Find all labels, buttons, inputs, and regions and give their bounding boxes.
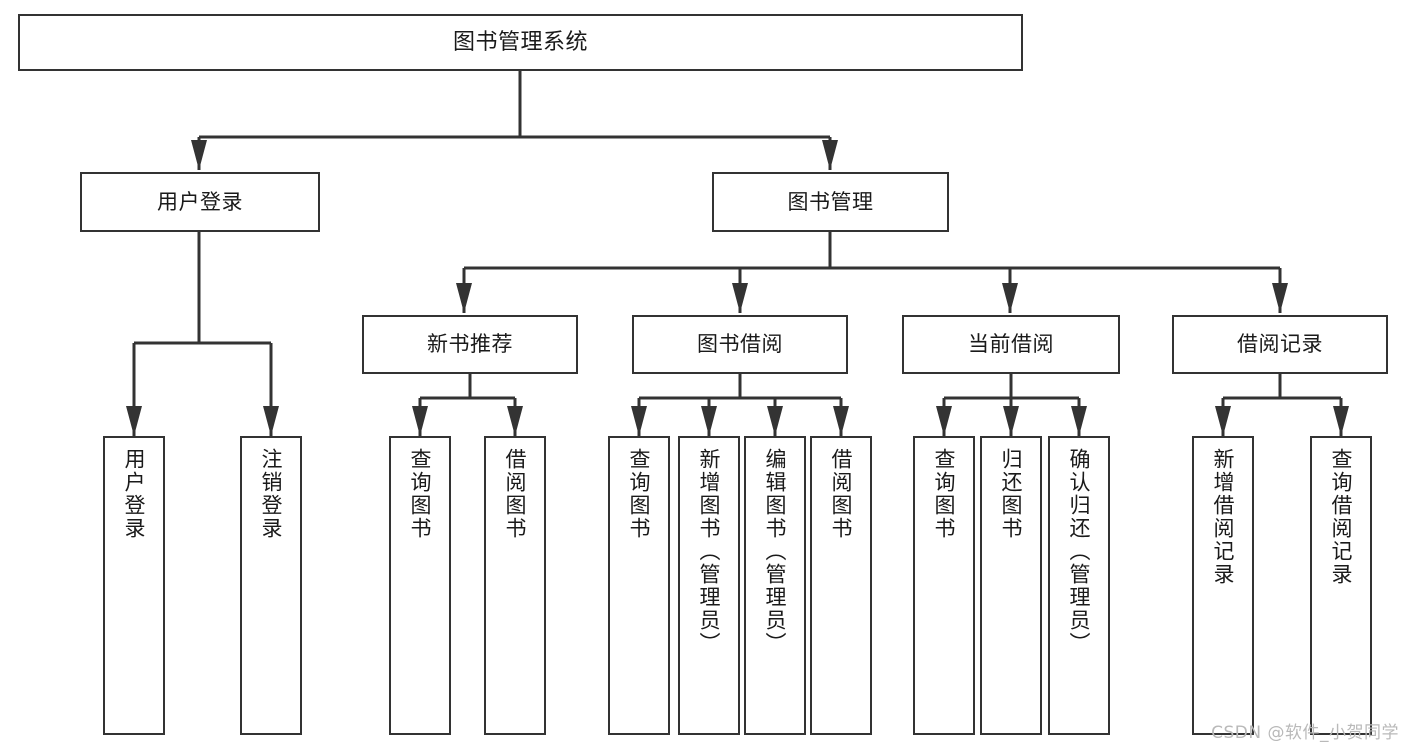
arrowhead — [1272, 283, 1288, 313]
node-leaf-logout[interactable]: 注销登录 — [240, 436, 302, 735]
node-leaf-borrow-book-1[interactable]: 借阅图书 — [484, 436, 546, 735]
node-book-borrow[interactable]: 图书借阅 — [632, 315, 848, 374]
node-label: 图书管理 — [787, 189, 874, 214]
node-label: 新书推荐 — [427, 332, 513, 357]
node-label: 图书借阅 — [697, 332, 783, 357]
arrowhead — [631, 406, 647, 436]
node-label: 新增借阅记录 — [1211, 448, 1236, 586]
arrowhead — [1215, 406, 1231, 436]
node-leaf-query-book-3[interactable]: 查询图书 — [913, 436, 975, 735]
node-label: 借阅图书 — [829, 448, 854, 540]
node-leaf-return-book[interactable]: 归还图书 — [980, 436, 1042, 735]
arrowhead — [263, 406, 279, 436]
node-leaf-user-login[interactable]: 用户登录 — [103, 436, 165, 735]
arrowhead — [1333, 406, 1349, 436]
arrowhead — [456, 283, 472, 313]
arrowhead — [126, 406, 142, 436]
node-label: 图书管理系统 — [452, 29, 588, 55]
node-leaf-confirm-return[interactable]: 确认归还（管理员） — [1048, 436, 1110, 735]
node-label: 注销登录 — [259, 448, 284, 540]
arrowhead — [701, 406, 717, 436]
node-label: 确认归还（管理员） — [1067, 448, 1092, 655]
node-label: 用户登录 — [122, 448, 147, 540]
arrowhead — [191, 140, 207, 170]
node-label: 查询图书 — [932, 448, 957, 540]
arrowhead — [507, 406, 523, 436]
node-label: 编辑图书（管理员） — [763, 448, 788, 655]
node-current-borrow[interactable]: 当前借阅 — [902, 315, 1120, 374]
arrowhead — [732, 283, 748, 313]
node-borrow-record[interactable]: 借阅记录 — [1172, 315, 1388, 374]
arrowhead — [767, 406, 783, 436]
node-label: 查询图书 — [627, 448, 652, 540]
node-label: 新增图书（管理员） — [697, 448, 722, 655]
node-label: 借阅图书 — [503, 448, 528, 540]
arrowhead — [833, 406, 849, 436]
node-label: 借阅记录 — [1237, 332, 1323, 357]
node-label: 用户登录 — [157, 189, 243, 214]
node-leaf-query-book-2[interactable]: 查询图书 — [608, 436, 670, 735]
node-label: 当前借阅 — [968, 332, 1054, 357]
node-book-manage[interactable]: 图书管理 — [712, 172, 949, 232]
arrowhead — [1071, 406, 1087, 436]
node-leaf-query-record[interactable]: 查询借阅记录 — [1310, 436, 1372, 735]
node-leaf-add-record[interactable]: 新增借阅记录 — [1192, 436, 1254, 735]
arrowhead — [936, 406, 952, 436]
arrowhead — [1002, 283, 1018, 313]
node-user-login[interactable]: 用户登录 — [80, 172, 320, 232]
arrowhead — [1003, 406, 1019, 436]
arrowhead — [412, 406, 428, 436]
node-root-system[interactable]: 图书管理系统 — [18, 14, 1023, 71]
arrowhead — [822, 140, 838, 170]
node-label: 查询图书 — [408, 448, 433, 540]
node-label: 查询借阅记录 — [1329, 448, 1354, 586]
node-leaf-edit-book[interactable]: 编辑图书（管理员） — [744, 436, 806, 735]
node-leaf-borrow-book-2[interactable]: 借阅图书 — [810, 436, 872, 735]
node-leaf-query-book-1[interactable]: 查询图书 — [389, 436, 451, 735]
node-new-book-recommend[interactable]: 新书推荐 — [362, 315, 578, 374]
node-label: 归还图书 — [999, 448, 1024, 540]
node-leaf-add-book[interactable]: 新增图书（管理员） — [678, 436, 740, 735]
